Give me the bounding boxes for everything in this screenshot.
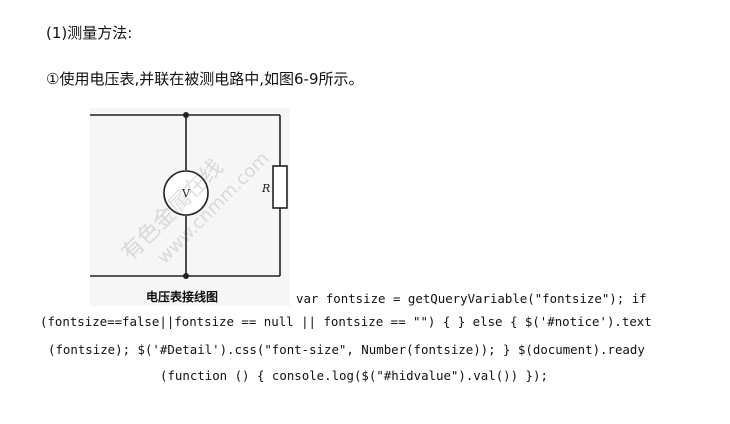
code-line-1: var fontsize = getQueryVariable("fontsiz… — [296, 291, 647, 306]
code-line-4: (function () { console.log($("#hidvalue"… — [160, 368, 548, 383]
circuit-diagram: R V — [90, 112, 288, 279]
method-heading: (1)测量方法: — [46, 24, 133, 42]
voltmeter-symbol — [163, 170, 209, 216]
code-line-2: (fontsize==false||fontsize == null || fo… — [40, 314, 652, 329]
voltmeter-label: V — [181, 187, 191, 200]
voltmeter-circuit-figure: R V 有色金属在线 www.cnmm.com 电压表接线图 — [90, 108, 290, 306]
code-line-3: (fontsize); $('#Detail').css("font-size"… — [48, 342, 645, 357]
junction-dot-bottom — [183, 273, 189, 279]
resistor-symbol — [272, 165, 288, 209]
junction-dot-top — [183, 112, 189, 118]
figure-caption: 电压表接线图 — [146, 290, 219, 304]
step-one-text: ①使用电压表,并联在被测电路中,如图6-9所示。 — [46, 70, 364, 88]
resistor-label: R — [261, 182, 270, 195]
